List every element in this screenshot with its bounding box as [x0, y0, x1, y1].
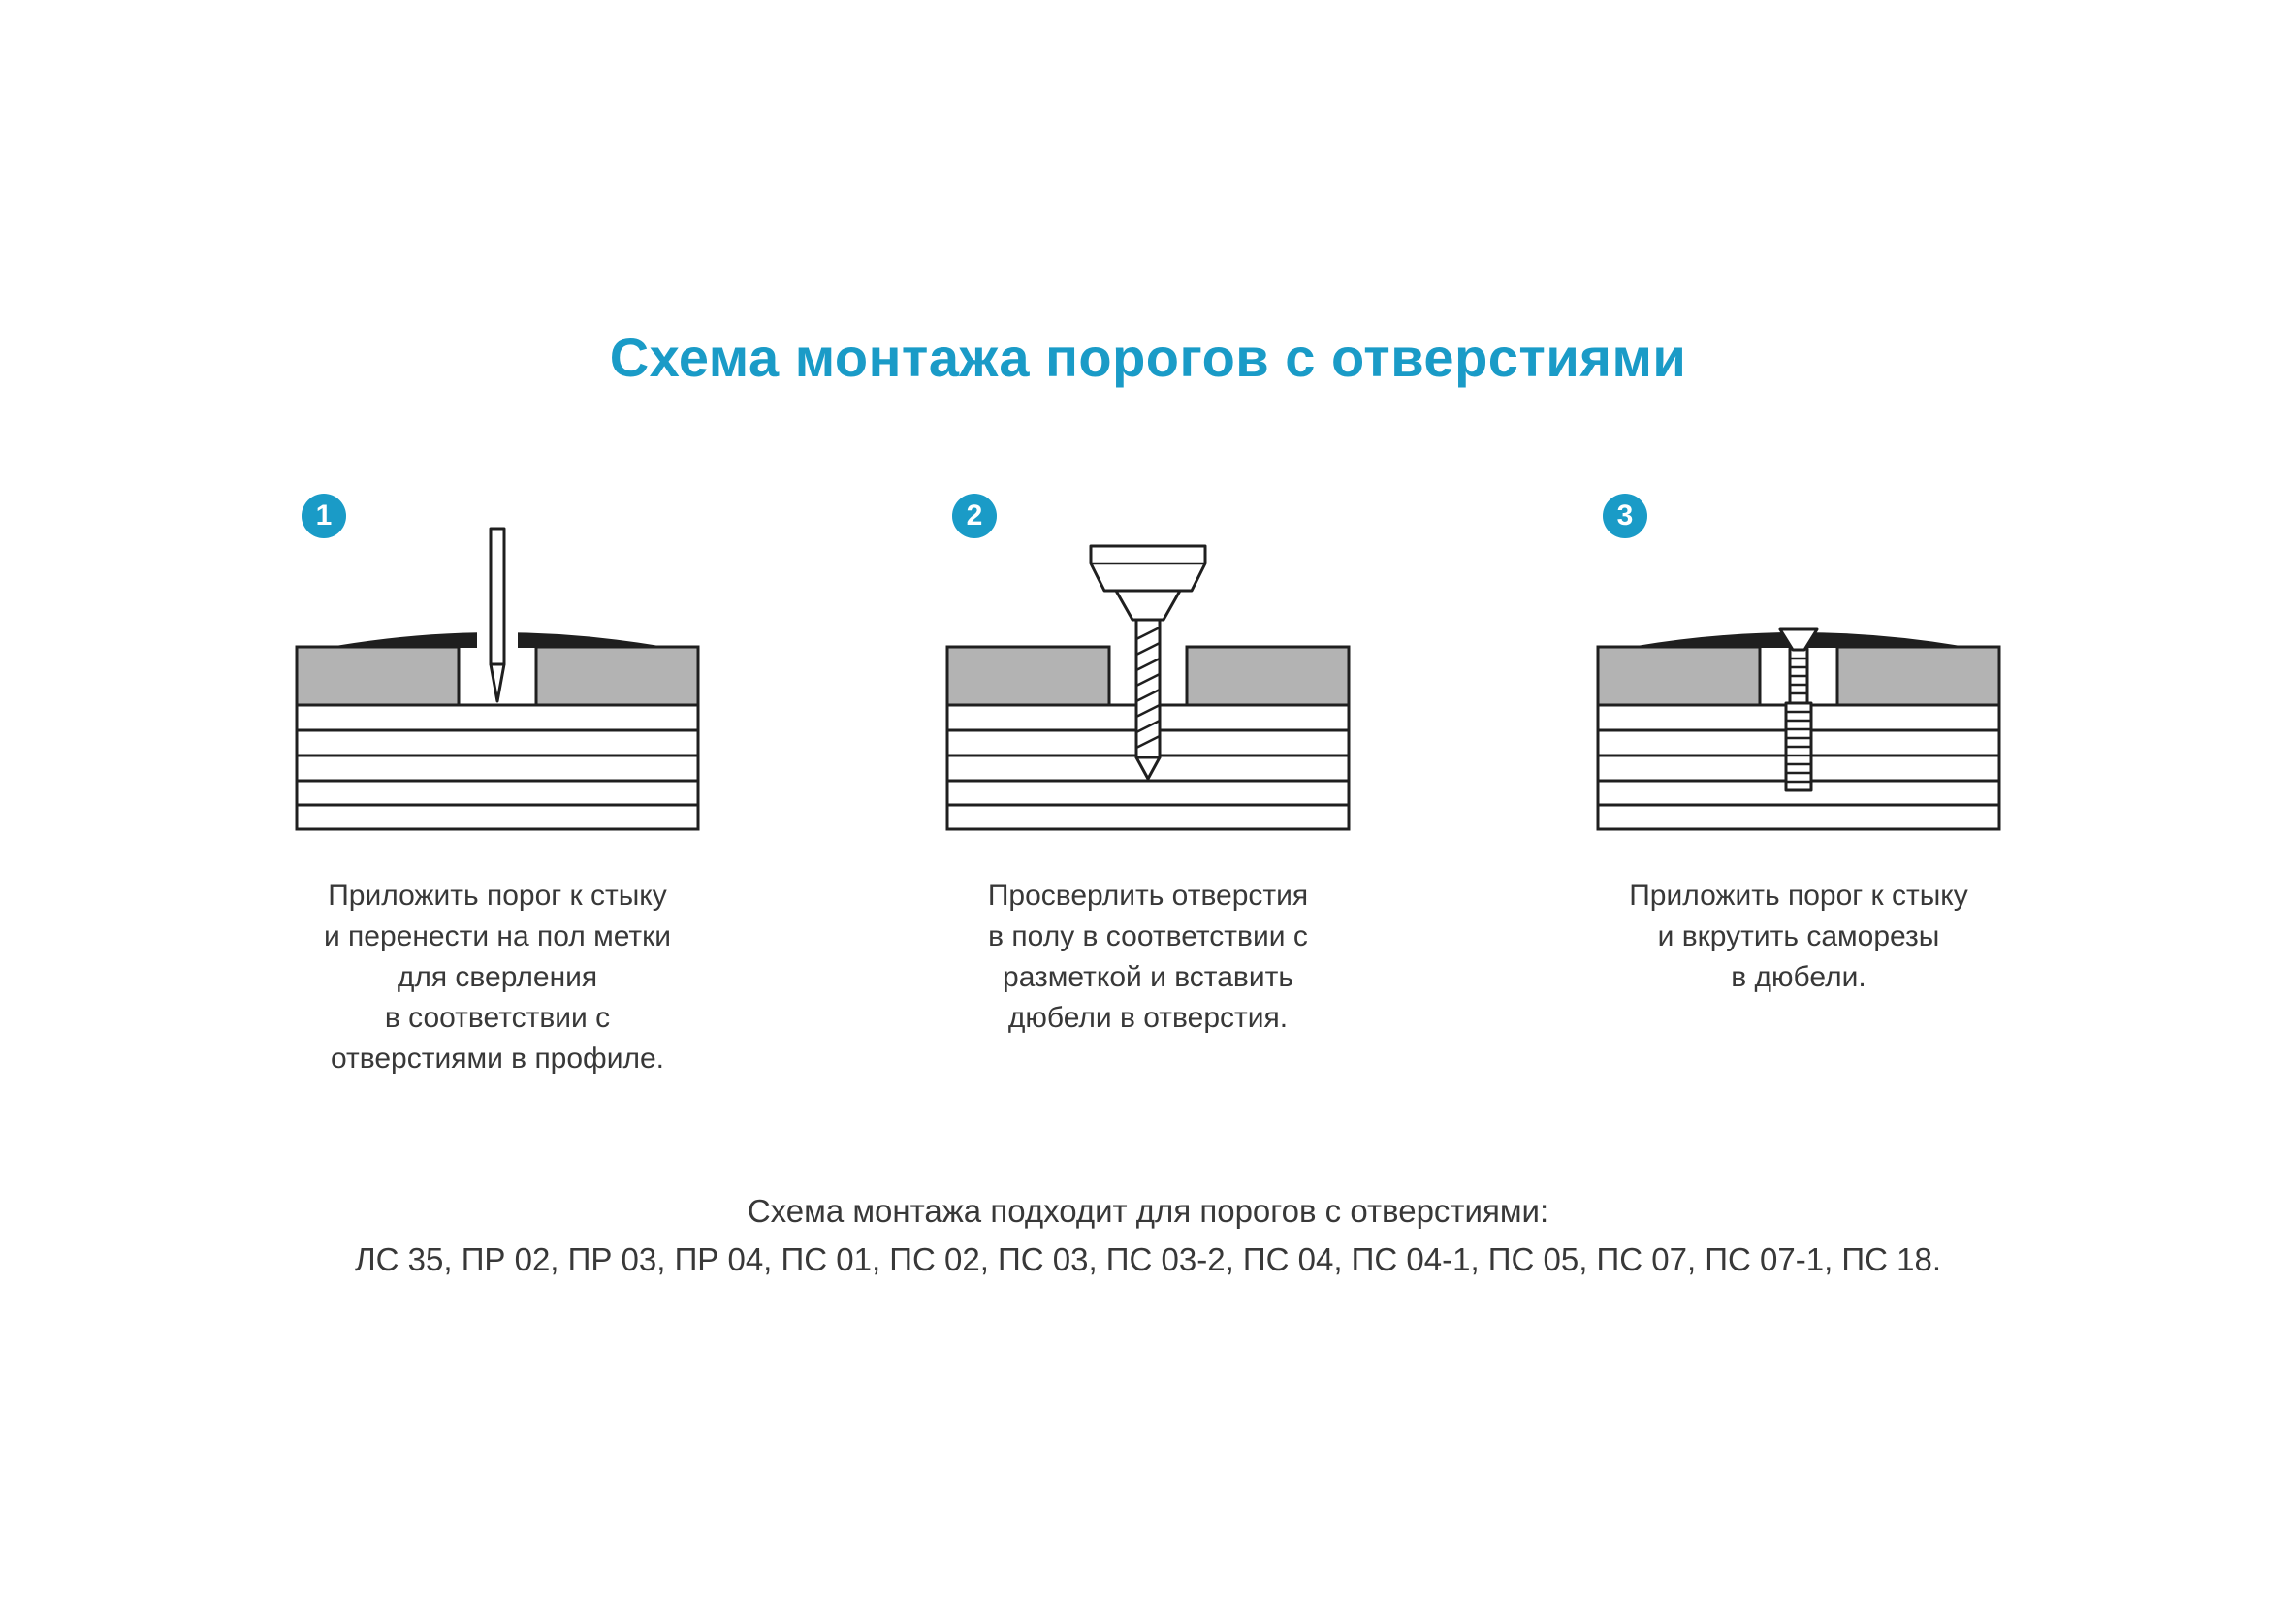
- drill-collar: [1114, 589, 1182, 622]
- screw-head: [1778, 627, 1819, 652]
- step-1-number: 1: [315, 499, 333, 531]
- steps-row: 1 Приложить порог к стыку и перенести на: [255, 490, 2041, 1079]
- footer-line-1: Схема монтажа подходит для порогов с отв…: [747, 1193, 1549, 1229]
- page-title: Схема монтажа порогов с отверстиями: [609, 327, 1687, 388]
- footer-note: Схема монтажа подходит для порогов с отв…: [0, 1187, 2296, 1283]
- step-2-illustration: [940, 501, 1356, 831]
- drill-chuck: [1089, 544, 1207, 593]
- step-3-caption: Приложить порог к стыку и вкрутить самор…: [1629, 880, 1968, 993]
- step-1-number-badge: 1: [302, 494, 346, 538]
- drill-bit-flutes: [1135, 626, 1161, 750]
- step-2-figure-svg: [945, 544, 1351, 831]
- step-2: 2 Просверли: [906, 490, 1390, 1079]
- subfloor: [295, 703, 700, 831]
- floor-covering-left: [295, 645, 461, 707]
- subfloor-lines: [297, 728, 698, 807]
- step-1-figure-svg: [295, 527, 700, 831]
- step-2-number-badge: 2: [952, 494, 997, 538]
- drill-icon: [1089, 544, 1207, 781]
- footer-line-2: ЛС 35, ПР 02, ПР 03, ПР 04, ПС 01, ПС 02…: [355, 1240, 1941, 1277]
- dowel-ribs: [1786, 710, 1811, 784]
- awl-shaft: [489, 527, 506, 666]
- awl-tip: [489, 662, 506, 703]
- step-3: 3 Приложить п: [1556, 490, 2041, 1079]
- marking-awl-icon: [489, 527, 506, 703]
- step-3-number-badge: 3: [1603, 494, 1647, 538]
- step-3-figure-svg: [1596, 627, 2001, 831]
- floor-covering-right: [1835, 645, 2001, 707]
- step-2-caption: Просверлить отверстия в полу в соответст…: [987, 880, 1309, 1034]
- floor-covering-left: [1596, 645, 1762, 707]
- step-3-illustration: [1590, 501, 2007, 831]
- floor-covering-right: [534, 645, 700, 707]
- step-3-number: 3: [1616, 499, 1634, 531]
- step-2-number: 2: [966, 499, 983, 531]
- floor-covering-right: [1185, 645, 1351, 707]
- floor-covering-left: [945, 645, 1111, 707]
- step-1-caption: Приложить порог к стыку и перенести на п…: [323, 880, 672, 1075]
- drill-bit-tip: [1134, 756, 1162, 781]
- screw-threads: [1790, 657, 1807, 695]
- step-1-illustration: [289, 501, 706, 831]
- screw-icon: [1778, 627, 1819, 792]
- step-1: 1 Приложить порог к стыку и перенести на: [255, 490, 740, 1079]
